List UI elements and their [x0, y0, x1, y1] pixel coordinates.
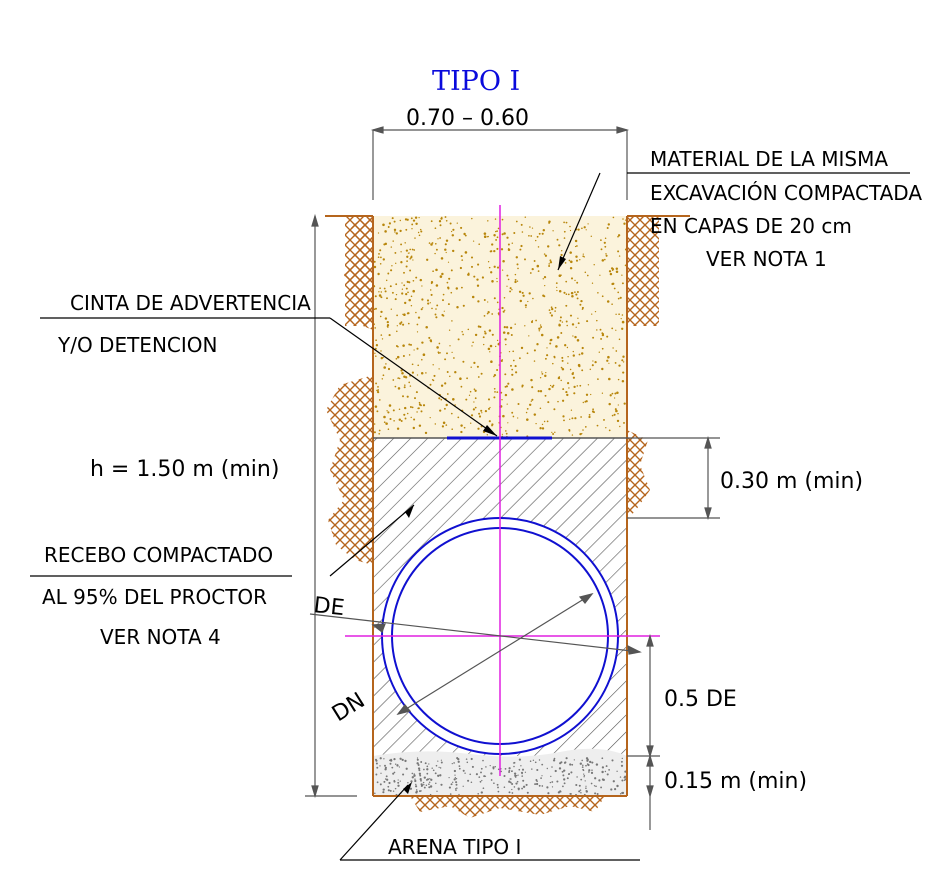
- depth-label: h = 1.50 m (min): [90, 457, 279, 482]
- trench-walls: [325, 215, 690, 797]
- sand-note: ARENA TIPO I: [388, 835, 521, 859]
- leader-lines: [30, 172, 910, 861]
- tape-note-2: Y/O DETENCION: [57, 333, 217, 357]
- diagram-title: TIPO I: [432, 66, 520, 97]
- backfill-speckle: [373, 216, 627, 438]
- recebo-note-3: VER NOTA 4: [100, 625, 221, 649]
- width-dimension: [370, 126, 630, 200]
- backfill-note-1: MATERIAL DE LA MISMA: [650, 147, 888, 171]
- leader-arrowheads: [403, 256, 566, 794]
- backfill-note-3: EN CAPAS DE 20 cm: [650, 214, 852, 238]
- backfill-note-4: VER NOTA 1: [706, 247, 827, 271]
- sand-speckle: [374, 757, 627, 796]
- cover-label: 0.30 m (min): [720, 469, 863, 494]
- native-soil-bottom: [410, 796, 605, 818]
- dn-label: DN: [328, 688, 370, 727]
- bedding-label: 0.15 m (min): [664, 769, 807, 794]
- right-dimensions: [627, 435, 720, 830]
- half-de-label: 0.5 DE: [664, 687, 737, 712]
- recebo-note-1: RECEBO COMPACTADO: [44, 543, 273, 567]
- recebo-note-2: AL 95% DEL PROCTOR: [42, 585, 267, 609]
- native-soil-right: [627, 216, 659, 520]
- tape-note-1: CINTA DE ADVERTENCIA: [70, 291, 311, 315]
- native-soil-left: [326, 216, 373, 565]
- depth-dimension: [305, 213, 357, 799]
- diameter-lines: [309, 592, 642, 716]
- de-label: DE: [312, 593, 345, 621]
- backfill-note-2: EXCAVACIÓN COMPACTADA: [650, 181, 922, 205]
- width-label: 0.70 – 0.60: [406, 106, 529, 131]
